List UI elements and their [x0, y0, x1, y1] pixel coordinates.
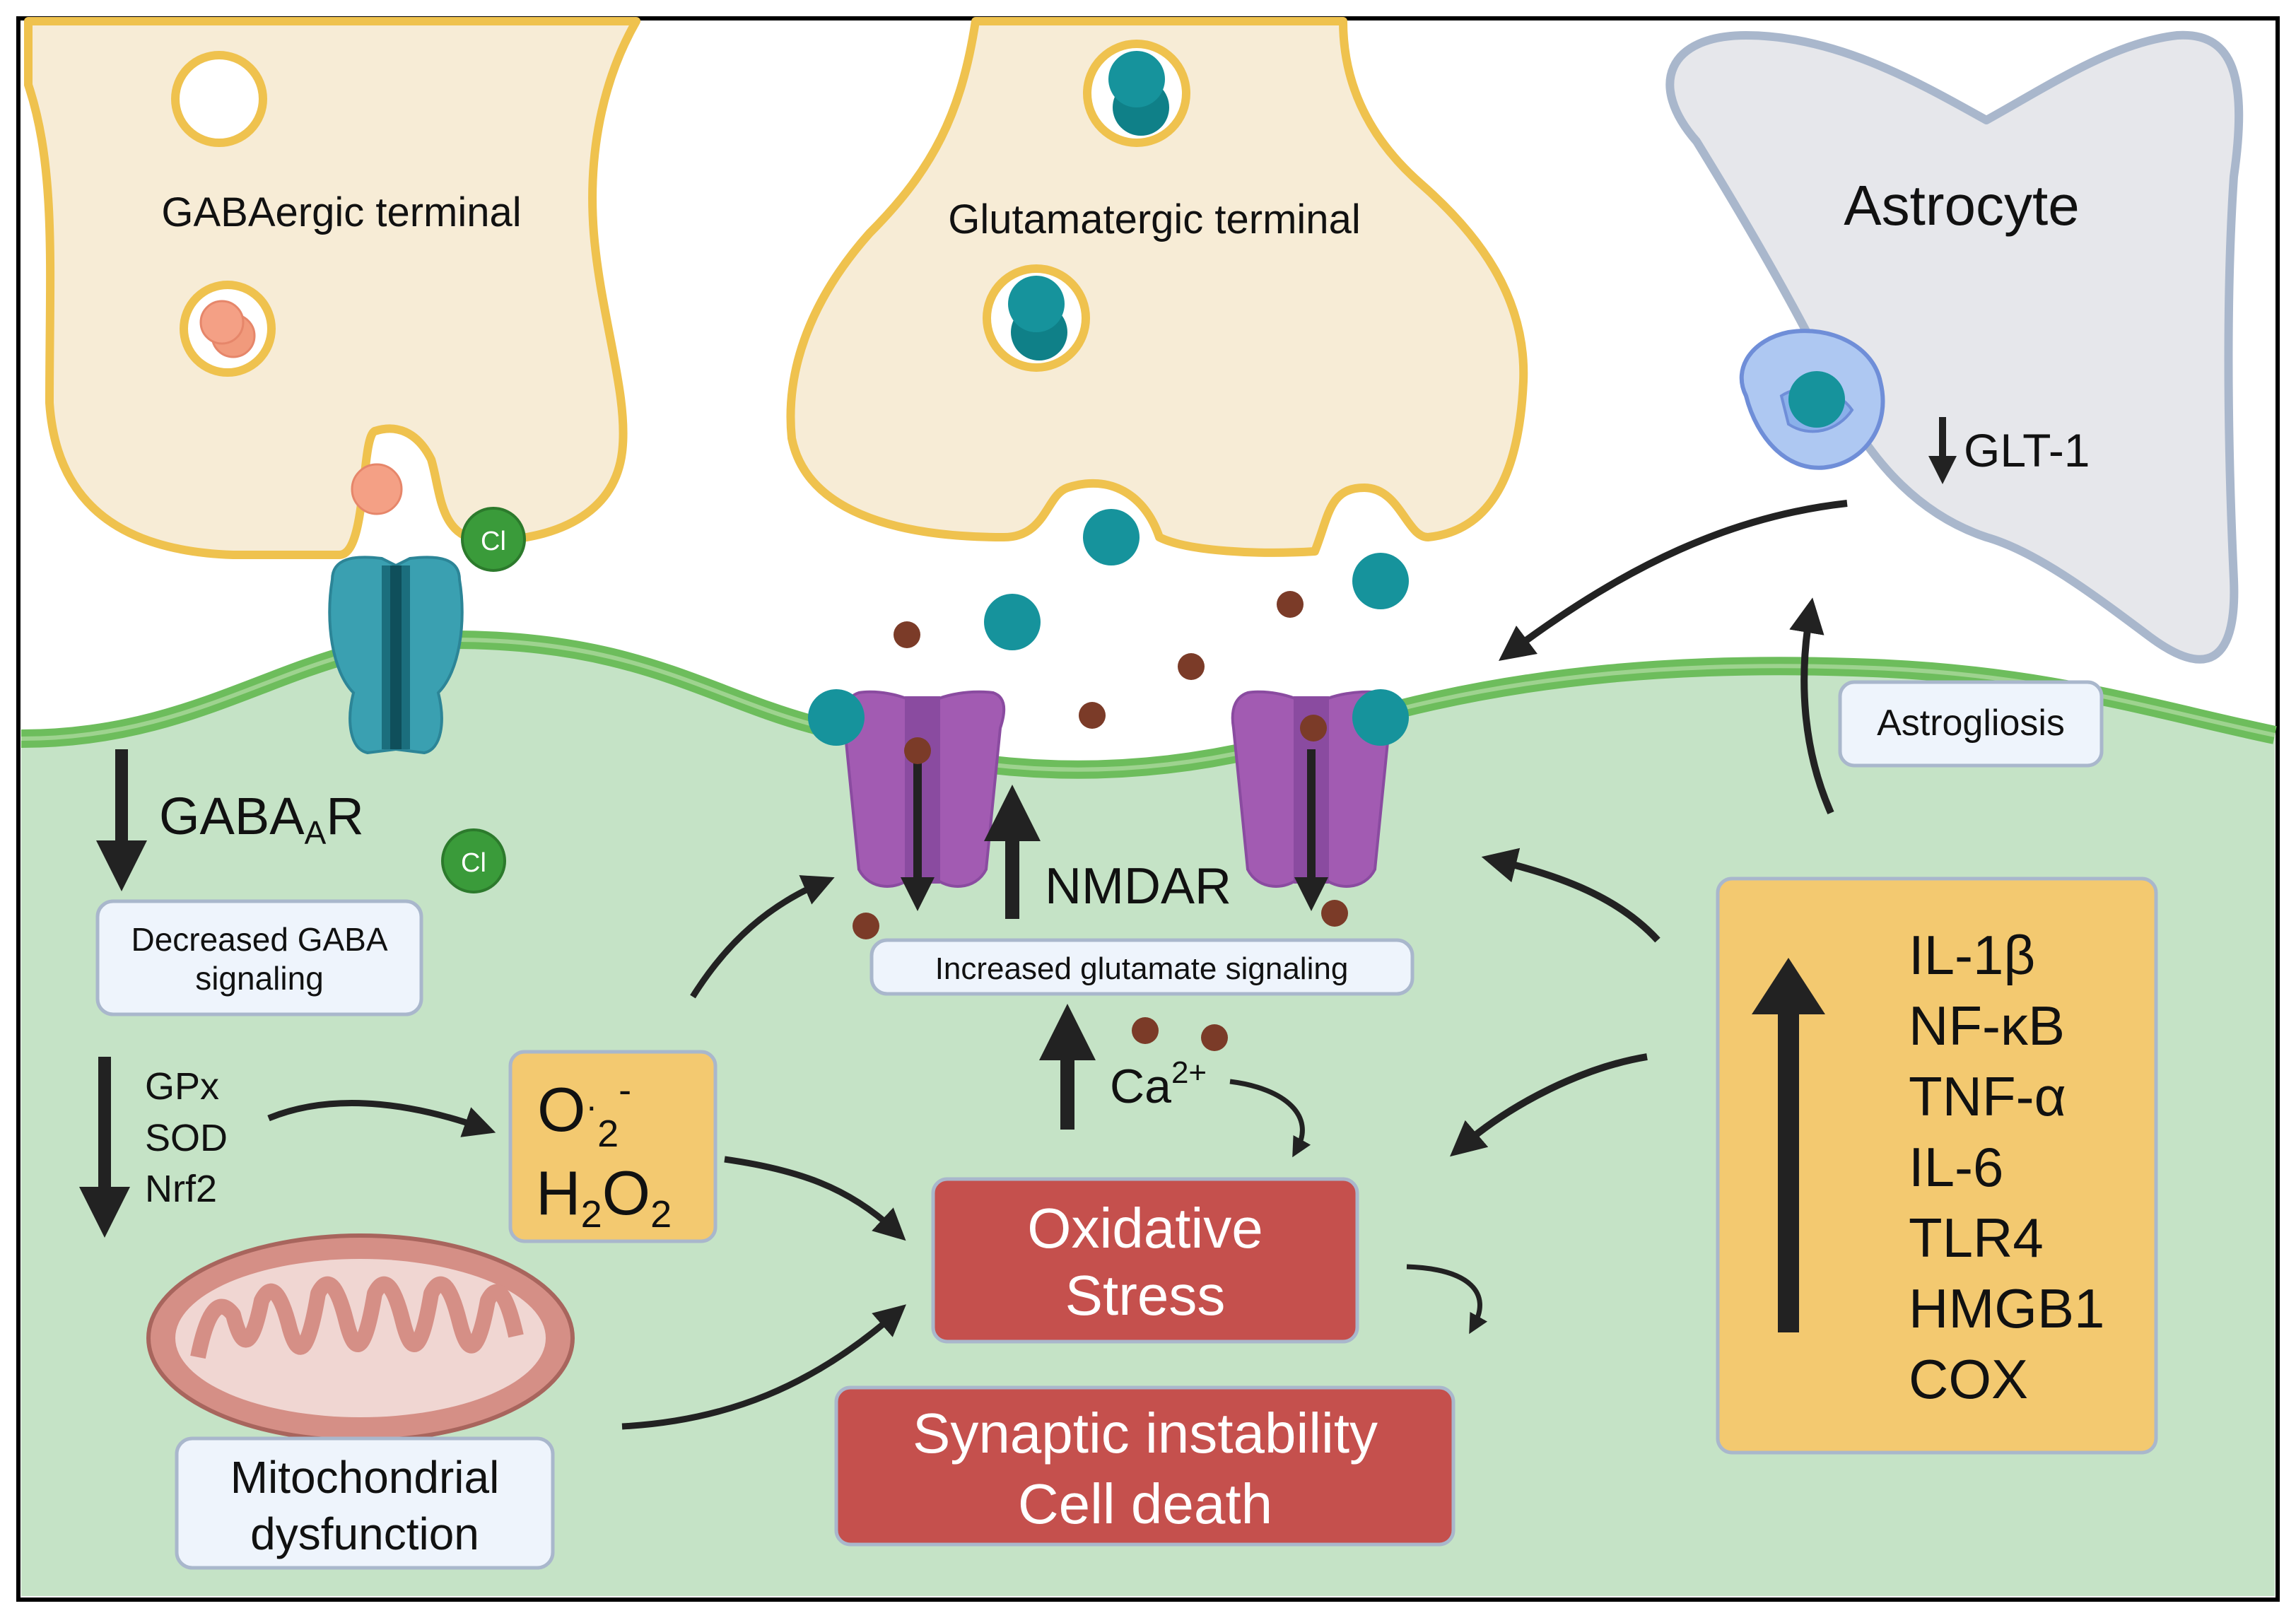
ros-box: [508, 1050, 718, 1243]
gabaa-label: GABAAR: [159, 787, 364, 851]
cytokine-item: TNF-α: [1909, 1065, 2066, 1127]
decreased-gaba-box: [95, 899, 423, 1016]
glutamatergic-terminal: [786, 17, 1528, 557]
calcium-ion: [1321, 900, 1348, 927]
arrow-gaba-to-nmdar: [690, 875, 835, 999]
chloride-ion: [461, 507, 526, 572]
sod-label: SOD: [145, 1117, 228, 1159]
hydrogen-peroxide-label: H2O2: [536, 1158, 672, 1236]
arrow-cytokines-to-nmdar: [1481, 848, 1660, 943]
arrow-cytokines-to-astrogliosis: [1789, 597, 1834, 815]
nrf2-label: Nrf2: [145, 1168, 217, 1210]
calcium-ion: [904, 737, 931, 764]
glutamate-bound-particle: [1352, 689, 1409, 746]
cytokine-box: [1716, 877, 2158, 1455]
decreased-gaba-label: signaling: [195, 960, 324, 997]
calcium-ion: [1132, 1017, 1159, 1044]
mitochondrial-dysfunction-label: dysfunction: [250, 1508, 479, 1559]
oxidative-stress-box: [931, 1177, 1359, 1344]
mitochondrion: [146, 1233, 575, 1443]
cytokine-item: COX: [1909, 1348, 2028, 1410]
gaba-particle: [199, 300, 245, 345]
nmda-receptor-left: [842, 690, 1006, 888]
glutamate-particle: [1108, 51, 1165, 107]
synaptic-instability-box: [834, 1385, 1456, 1547]
calcium-ion: [1300, 715, 1327, 741]
oxidative-stress-label: Oxidative: [1027, 1197, 1263, 1260]
mitochondrial-dysfunction-box: [175, 1436, 555, 1570]
glutamatergic-terminal-label: Glutamatergic terminal: [948, 197, 1360, 242]
gabaergic-terminal: [24, 17, 640, 559]
glt1-label: GLT-1: [1964, 424, 2090, 476]
arrow-cytokines-to-oxidative-stress: [1450, 1053, 1648, 1157]
calcium-ion: [894, 621, 920, 648]
gaba-vesicle-empty: [171, 51, 267, 147]
astrocyte: [1665, 30, 2244, 664]
arrow-astrocyte-to-synapse: [1498, 500, 1848, 661]
cytokine-item: TLR4: [1909, 1207, 2044, 1269]
gabaergic-terminal-label: GABAergic terminal: [161, 189, 521, 235]
increased-glutamate-label: Increased glutamate signaling: [935, 951, 1349, 986]
arrow-antioxidants-to-ros: [267, 1100, 496, 1137]
glutamate-bound-particle: [808, 689, 865, 746]
arrow-calcium-to-oxidative-stress: [1229, 1079, 1311, 1158]
calcium-label: Ca2+: [1110, 1055, 1207, 1113]
glutamate-particle: [1008, 276, 1065, 332]
cytokine-item: IL-6: [1909, 1136, 2003, 1198]
synaptic-instability-label: Synaptic instability: [913, 1402, 1378, 1465]
calcium-ion: [1201, 1024, 1228, 1051]
chloride-ion-label: Cl: [461, 848, 486, 878]
nmdar-label: NMDAR: [1045, 858, 1231, 915]
chloride-ion: [441, 828, 506, 893]
oxidative-stress-label: Stress: [1065, 1264, 1226, 1327]
astrogliosis-label: Astrogliosis: [1877, 703, 2065, 744]
gabaa-receptor: [328, 556, 464, 755]
nmda-receptor-right: [1231, 690, 1395, 888]
cytokine-item: NF-κB: [1909, 995, 2065, 1057]
glutamate-particle: [1352, 553, 1409, 609]
arrow-ros-to-oxidative-stress: [724, 1156, 906, 1241]
increased-glutamate-box: [869, 938, 1414, 996]
postsynaptic-cytoplasm: [21, 640, 2275, 1596]
chloride-ion-label: Cl: [481, 527, 506, 556]
cytokine-item: HMGB1: [1909, 1277, 2104, 1339]
mitochondrial-dysfunction-label: Mitochondrial: [230, 1452, 500, 1503]
gpx-label: GPx: [145, 1065, 219, 1108]
gaba-released-particle: [351, 463, 403, 515]
calcium-ion: [1277, 591, 1304, 618]
glutamate-particle: [984, 594, 1041, 650]
decreased-gaba-label: Decreased GABA: [131, 921, 387, 958]
astrocyte-label: Astrocyte: [1844, 174, 2079, 237]
superoxide-label: O·2-: [537, 1069, 631, 1155]
astrogliosis-box: [1838, 680, 2104, 768]
arrow-mitochondria-to-oxidative-stress: [621, 1304, 906, 1430]
cell-death-label: Cell death: [1018, 1472, 1272, 1535]
calcium-ion: [1178, 653, 1205, 680]
glutamate-released-particle: [1083, 509, 1140, 565]
calcium-ion: [853, 913, 879, 939]
calcium-ion: [1079, 702, 1106, 729]
glt1-transporter: [1739, 329, 1885, 470]
arrow-oxidative-to-synaptic: [1406, 1264, 1488, 1335]
cytokine-up-arrowhead: [1752, 958, 1825, 1014]
cytokine-item: IL-1β: [1909, 924, 2035, 986]
